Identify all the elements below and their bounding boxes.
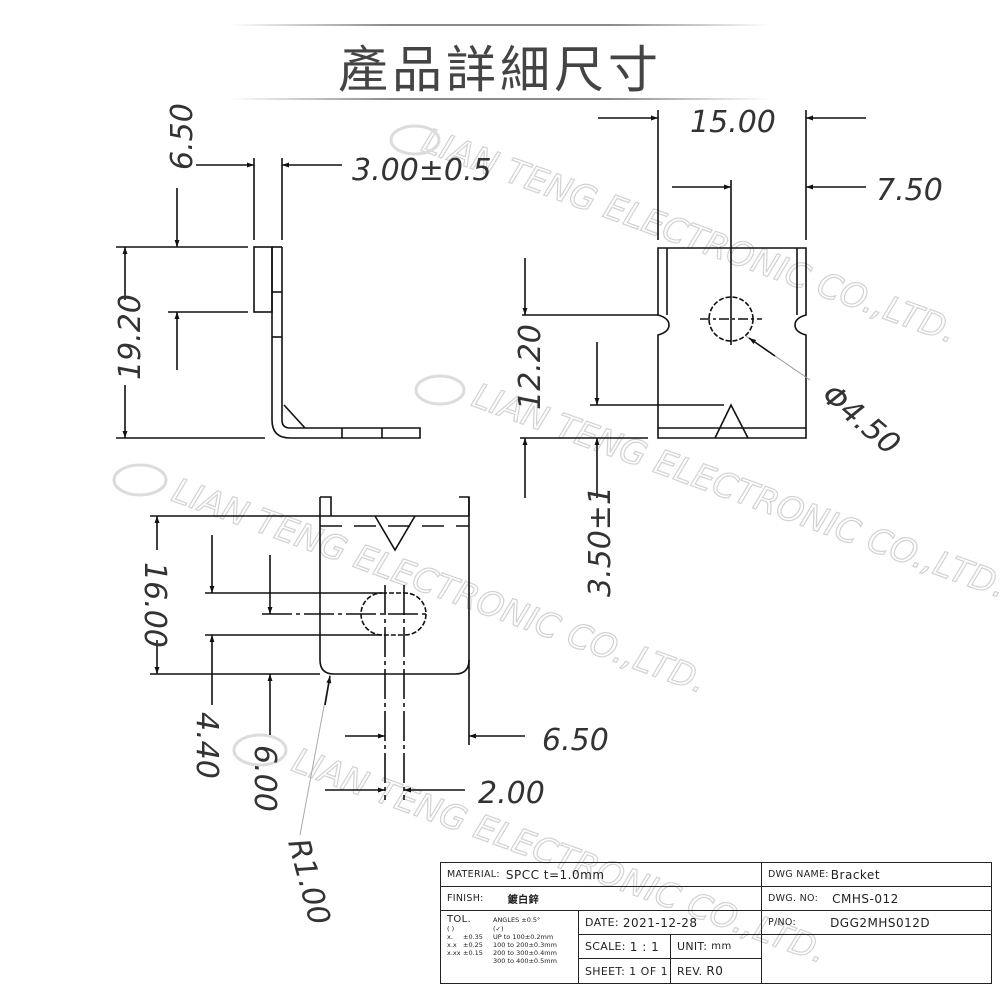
dim-16-00: 16.00: [137, 562, 172, 648]
dim-3-00: 3.00±0.5: [352, 153, 492, 188]
dim-radius: R1.00: [280, 835, 336, 929]
svg-text:LIAN TENG ELECTRONIC CO.,LTD.: LIAN TENG ELECTRONIC CO.,LTD.: [167, 471, 712, 702]
unit-cell: UNIT: mm: [671, 935, 762, 959]
side-view: [116, 158, 421, 439]
dim-2-00: 2.00: [478, 776, 545, 811]
svg-text:LIAN TENG ELECTRONIC CO.,LTD.: LIAN TENG ELECTRONIC CO.,LTD.: [417, 121, 962, 352]
dim-4-40: 4.40: [189, 712, 224, 779]
dim-hole-diameter: Φ4.50: [815, 377, 907, 462]
blank-cell: [762, 935, 991, 983]
dim-7-50: 7.50: [876, 173, 943, 208]
material-value: SPCC t=1.0mm: [505, 867, 605, 882]
dwg-name-value: Bracket: [830, 867, 881, 882]
pno-value: DGG2MHS012D: [830, 915, 931, 930]
bottom-view: [150, 496, 525, 836]
title-divider-top: [230, 24, 770, 26]
dim-6-00: 6.00: [247, 745, 282, 812]
title-block: MATERIAL: SPCC t=1.0mm DWG NAME: Bracket…: [440, 862, 992, 984]
front-view: [520, 110, 866, 498]
dim-19-20: 19.20: [113, 294, 148, 380]
dwg-no-value: CMHS-012: [832, 891, 899, 906]
date-value: 2021-12-28: [622, 915, 698, 930]
sheet-cell: SHEET: 1 OF 1: [579, 959, 671, 983]
watermark-logo-icon: [112, 124, 466, 767]
page-title: 產品詳細尺寸: [338, 41, 662, 99]
pno-cell: P/NO: DGG2MHS012D: [762, 911, 991, 935]
rev-cell: REV. R0: [671, 959, 762, 983]
dim-3-50: 3.50±1: [583, 486, 618, 597]
dim-6-50-bottom: 6.50: [542, 723, 609, 758]
dim-15-00: 15.00: [690, 105, 776, 140]
dwg-no-cell: DWG. NO: CMHS-012: [762, 887, 991, 911]
title-divider-bottom: [230, 98, 770, 100]
watermark: LIAN TENG ELECTRONIC CO.,LTD. LIAN TENG …: [112, 120, 1000, 972]
date-cell: DATE: 2021-12-28: [579, 911, 762, 935]
dim-6-50-side: 6.50: [165, 103, 200, 170]
scale-cell: SCALE: 1 : 1: [579, 935, 671, 959]
page-header: 產品詳細尺寸: [230, 24, 770, 100]
dim-12-20: 12.20: [513, 324, 548, 410]
dwg-name-cell: DWG NAME: Bracket: [762, 863, 991, 887]
finish-value: 鍍白鋅: [507, 895, 540, 906]
finish-cell: FINISH: 鍍白鋅: [441, 887, 762, 911]
material-cell: MATERIAL: SPCC t=1.0mm: [441, 863, 762, 887]
